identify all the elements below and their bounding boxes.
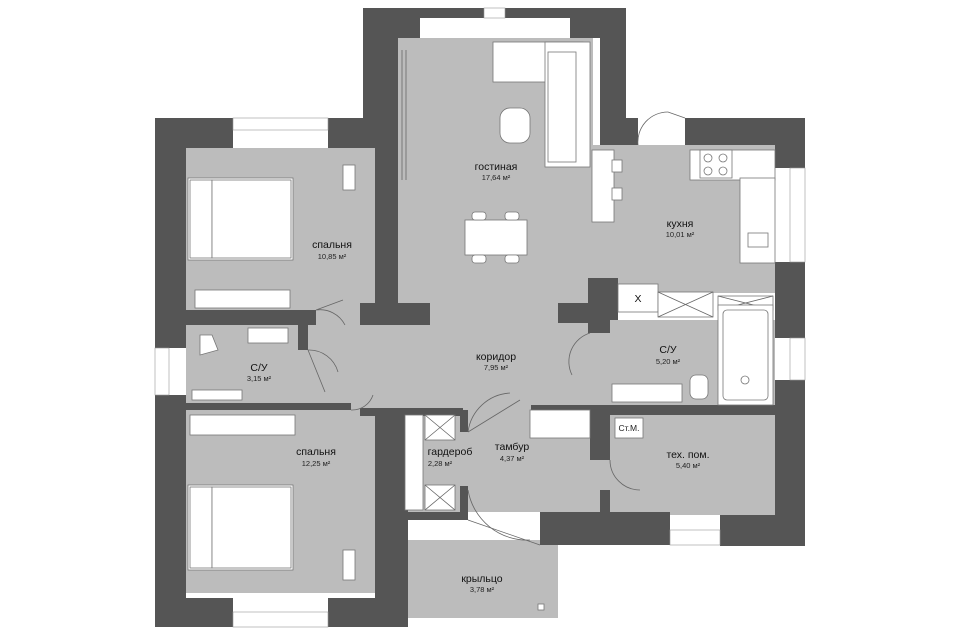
wardrobe-icon xyxy=(189,414,296,436)
washing-machine-icon xyxy=(614,417,644,439)
door-swing xyxy=(568,332,591,376)
wall xyxy=(540,512,670,545)
coffee-table-icon xyxy=(499,107,531,144)
wall xyxy=(186,403,351,410)
room-area-bath-left: 3,15 м² xyxy=(247,374,272,383)
wall xyxy=(460,486,468,516)
sink-icon xyxy=(247,327,289,344)
room-name-bedroom1: спальня xyxy=(312,239,352,251)
room-area-kitchen: 10,01 м² xyxy=(666,230,695,239)
doors xyxy=(307,111,686,546)
door-swing xyxy=(315,299,346,326)
wall xyxy=(558,303,590,323)
window xyxy=(232,117,329,131)
sink-icon xyxy=(611,383,683,403)
room-name-living: гостиная xyxy=(475,161,518,173)
floor-corridor xyxy=(298,303,590,413)
wall xyxy=(720,515,805,546)
wardrobe-icon xyxy=(194,289,291,309)
room-name-bedroom2: спальня xyxy=(296,446,336,458)
wall xyxy=(398,512,468,520)
window xyxy=(789,167,806,263)
dining-table-icon xyxy=(464,219,528,256)
windows xyxy=(154,7,806,628)
window xyxy=(154,347,170,396)
door-swing xyxy=(637,111,686,146)
toilet-icon xyxy=(689,374,709,400)
wall xyxy=(775,118,805,168)
chair-icon xyxy=(342,549,356,581)
window xyxy=(669,529,721,546)
shelf xyxy=(191,389,243,401)
room-area-vestibule: 4,37 м² xyxy=(500,454,525,463)
counter xyxy=(739,177,776,264)
wall xyxy=(375,118,398,303)
room-area-utility: 5,40 м² xyxy=(676,461,701,470)
wall xyxy=(610,278,618,320)
wall xyxy=(186,310,316,325)
wall xyxy=(505,8,570,18)
window xyxy=(483,7,506,19)
room-area-wardrobe: 2,28 м² xyxy=(428,459,453,468)
wall xyxy=(360,408,463,416)
room-name-wardrobe: гардероб xyxy=(428,446,473,458)
wall xyxy=(588,278,610,333)
floor-porch xyxy=(408,540,558,618)
wall xyxy=(398,410,408,520)
room-name-utility: тех. пом. xyxy=(666,449,709,461)
room-area-living: 17,64 м² xyxy=(482,173,511,182)
room-area-corridor: 7,95 м² xyxy=(484,363,509,372)
wall xyxy=(155,118,186,348)
wall xyxy=(600,118,638,145)
room-area-bedroom2: 12,25 м² xyxy=(302,459,331,468)
wall xyxy=(420,8,484,18)
toilet-icon xyxy=(199,334,219,356)
wall xyxy=(155,598,233,627)
room-name-vestibule: тамбур xyxy=(495,441,530,453)
room-labels: гостиная 17,64 м² кухня 10,01 м² спальня… xyxy=(247,161,710,594)
window xyxy=(232,611,329,628)
door-swing xyxy=(350,394,374,411)
wall xyxy=(460,410,468,432)
wall xyxy=(590,405,775,415)
wall xyxy=(360,303,430,325)
furniture: X Ст.М. xyxy=(187,41,776,611)
wall xyxy=(600,490,610,518)
chair-icon xyxy=(342,164,356,191)
washing-machine-label: Ст.М. xyxy=(619,423,640,433)
room-name-bath-left: С/У xyxy=(250,362,268,374)
room-area-porch: 3,78 м² xyxy=(470,585,495,594)
wall xyxy=(590,405,610,460)
room-name-porch: крыльцо xyxy=(461,573,502,585)
window xyxy=(789,337,806,381)
wall xyxy=(298,325,308,350)
door-swing xyxy=(307,349,339,393)
wall xyxy=(155,395,186,627)
wall xyxy=(775,262,805,338)
sink-icon xyxy=(747,232,769,248)
room-area-bath-right: 5,20 м² xyxy=(656,357,681,366)
appliance-mark: X xyxy=(634,293,641,305)
kitchen-island-icon xyxy=(591,149,615,223)
room-name-kitchen: кухня xyxy=(667,218,694,230)
door-swing xyxy=(467,489,531,541)
room-area-bedroom1: 10,85 м² xyxy=(318,252,347,261)
room-name-bath-right: С/У xyxy=(659,344,677,356)
room-name-corridor: коридор xyxy=(476,351,516,363)
door-swing xyxy=(609,459,641,491)
door-swing xyxy=(467,392,521,433)
